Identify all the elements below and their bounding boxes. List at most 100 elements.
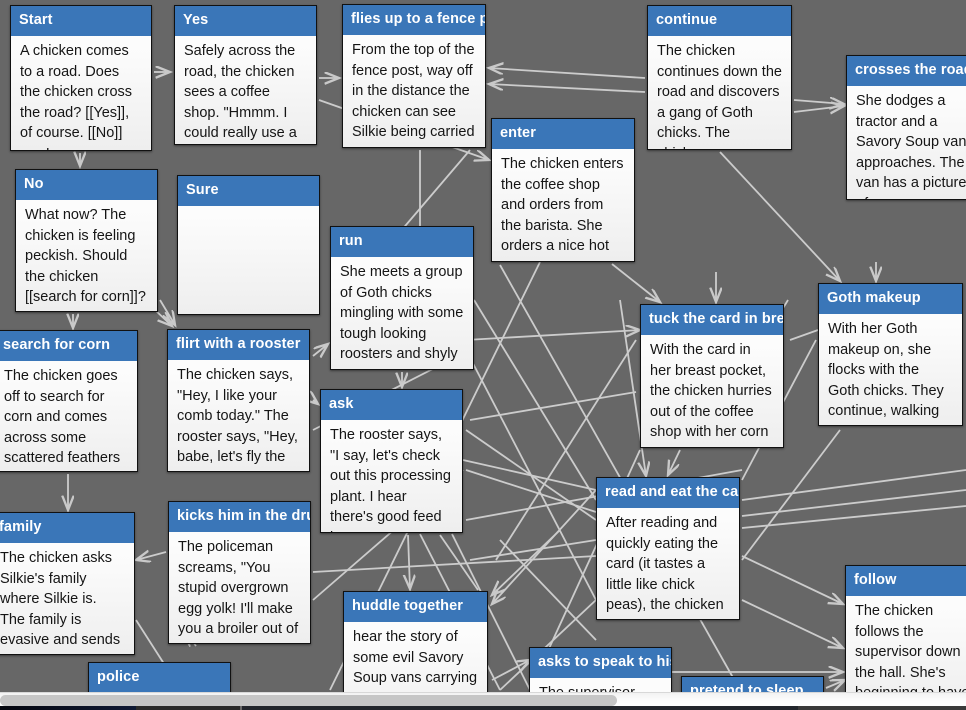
passage-link-read-to-follow	[741, 555, 843, 604]
passage-link-continue-to-fence2	[489, 84, 646, 93]
passage-card-sure[interactable]: Sure	[177, 175, 320, 315]
passage-title: read and eat the card	[597, 478, 739, 508]
passage-title: follow	[846, 566, 966, 596]
passage-link-long-diag-6	[465, 469, 597, 513]
passage-link-fence-to-continue	[489, 68, 646, 79]
passage-card-tuck-the-card-in-breast-pocket[interactable]: tuck the card in breast pocketWith the c…	[640, 304, 784, 448]
passage-link-goth-to-tuckarrow	[789, 329, 819, 341]
passage-title: police	[89, 663, 230, 692]
taskbar-tray[interactable]	[798, 706, 966, 710]
passage-excerpt: The chicken enters the coffee shop and o…	[501, 156, 624, 261]
passage-title: flies up to a fence post	[343, 5, 485, 35]
passage-title: huddle together	[344, 592, 487, 622]
passage-title: continue	[648, 6, 791, 36]
passage-link-tuck-to-read	[668, 449, 681, 475]
horizontal-scrollbar-thumb[interactable]	[0, 695, 617, 706]
horizontal-scrollbar[interactable]	[0, 692, 966, 706]
passage-excerpt: The chicken goes off to search for corn …	[4, 368, 121, 466]
passage-link-long-diag-8	[465, 349, 597, 601]
passage-link-long-diag-5	[469, 391, 637, 421]
passage-card-flies-up-to-a-fence-post[interactable]: flies up to a fence postFrom the top of …	[342, 4, 486, 148]
passage-excerpt: The rooster says, "I say, let's check ou…	[330, 427, 451, 532]
passage-title: tuck the card in breast pocket	[641, 305, 783, 335]
passage-title: flirt with a rooster	[168, 330, 309, 360]
passage-link-huddle-arrow-in	[492, 489, 597, 604]
story-map-canvas[interactable]: Start A chicken comes to a road. Does the…	[0, 0, 966, 692]
passage-link-bottom-cross-1	[499, 539, 597, 641]
passage-link-flirt-to-run	[312, 344, 328, 356]
passage-card-asks-to-speak-to-his-supervisor[interactable]: asks to speak to his supervisorThe super…	[529, 647, 672, 692]
passage-excerpt	[178, 206, 319, 217]
passage-title: Yes	[175, 6, 316, 36]
passage-link-continue-to-crosses2	[793, 106, 844, 112]
taskbar-window-list[interactable]	[242, 706, 798, 710]
passage-link-huddle-in	[492, 529, 561, 595]
passage-title: Start	[11, 6, 151, 36]
passage-title: Sure	[178, 176, 319, 206]
passage-excerpt: What now? The chicken is feeling peckish…	[25, 207, 146, 311]
passage-link-sure-to-flirt	[159, 299, 175, 325]
passage-excerpt: The supervisor	[530, 678, 671, 692]
passage-title: run	[331, 227, 473, 257]
passage-link-pretend-to-follow	[825, 680, 845, 688]
passage-excerpt: Safely across the road, the chicken sees…	[184, 43, 297, 141]
taskbar-separator	[240, 706, 242, 710]
passage-excerpt: The chicken asks Silkie's family where S…	[0, 550, 121, 654]
taskbar-left-region	[0, 706, 136, 710]
passage-link-continue-to-goth	[719, 151, 840, 281]
passage-link-kicks-to-family	[136, 552, 167, 560]
passage-link-kicks-right	[312, 555, 597, 573]
passage-link-no-to-flirt	[154, 309, 172, 326]
passage-link-flirt-to-ask	[313, 400, 318, 404]
passage-link-read-to-follow2	[741, 489, 966, 517]
passage-title: asks to speak to his supervisor	[530, 648, 671, 678]
passage-excerpt: A chicken comes to a road. Does the chic…	[20, 43, 133, 150]
passage-title: No	[16, 170, 157, 200]
passage-link-huddle-down	[491, 660, 530, 681]
passage-excerpt: She dodges a tractor and a Savory Soup v…	[856, 93, 966, 199]
passage-card-police[interactable]: police	[88, 662, 231, 692]
passage-title: family	[0, 513, 134, 543]
passage-link-plant-to-huddle	[462, 459, 597, 491]
passage-card-start[interactable]: Start A chicken comes to a road. Does the…	[10, 5, 152, 151]
passage-link-read-left-long	[465, 429, 597, 521]
passage-excerpt: From the top of the fence post, way off …	[352, 42, 475, 140]
passage-excerpt: With the card in her breast pocket, the …	[650, 342, 772, 447]
passage-title: pretend to sleep	[682, 677, 823, 692]
passage-link-read-to-follow3	[741, 505, 966, 529]
passage-title: Goth makeup	[819, 284, 962, 314]
passage-link-ask-to-huddle2	[439, 534, 479, 591]
passage-title: enter	[492, 119, 634, 149]
passage-link-ask-down-2	[469, 539, 597, 561]
passage-link-top-right-in	[741, 469, 966, 501]
passage-excerpt: The chicken follows the supervisor down …	[855, 603, 966, 692]
passage-excerpt: The policeman screams, "You stupid overg…	[178, 539, 299, 637]
passage-title: crosses the road	[847, 56, 966, 86]
passage-title: kicks him in the drumsticks	[169, 502, 310, 532]
passage-link-enter-to-tuck	[611, 263, 660, 302]
passage-link-ask-to-huddle	[408, 534, 410, 589]
passage-link-fence-to-entershaft	[399, 149, 471, 233]
passage-link-follow-in-left	[741, 599, 843, 648]
passage-link-long-diag-11	[741, 429, 841, 561]
desktop-taskbar[interactable]	[0, 706, 966, 710]
passage-card-pretend-to-sleep[interactable]: pretend to sleep	[681, 676, 824, 692]
passage-title: search for corn	[0, 331, 137, 361]
passage-card-kicks-him-in-the-drumsticks[interactable]: kicks him in the drumsticksThe policeman…	[168, 501, 311, 644]
passage-excerpt: The chicken says, "Hey, I like your comb…	[177, 367, 298, 465]
